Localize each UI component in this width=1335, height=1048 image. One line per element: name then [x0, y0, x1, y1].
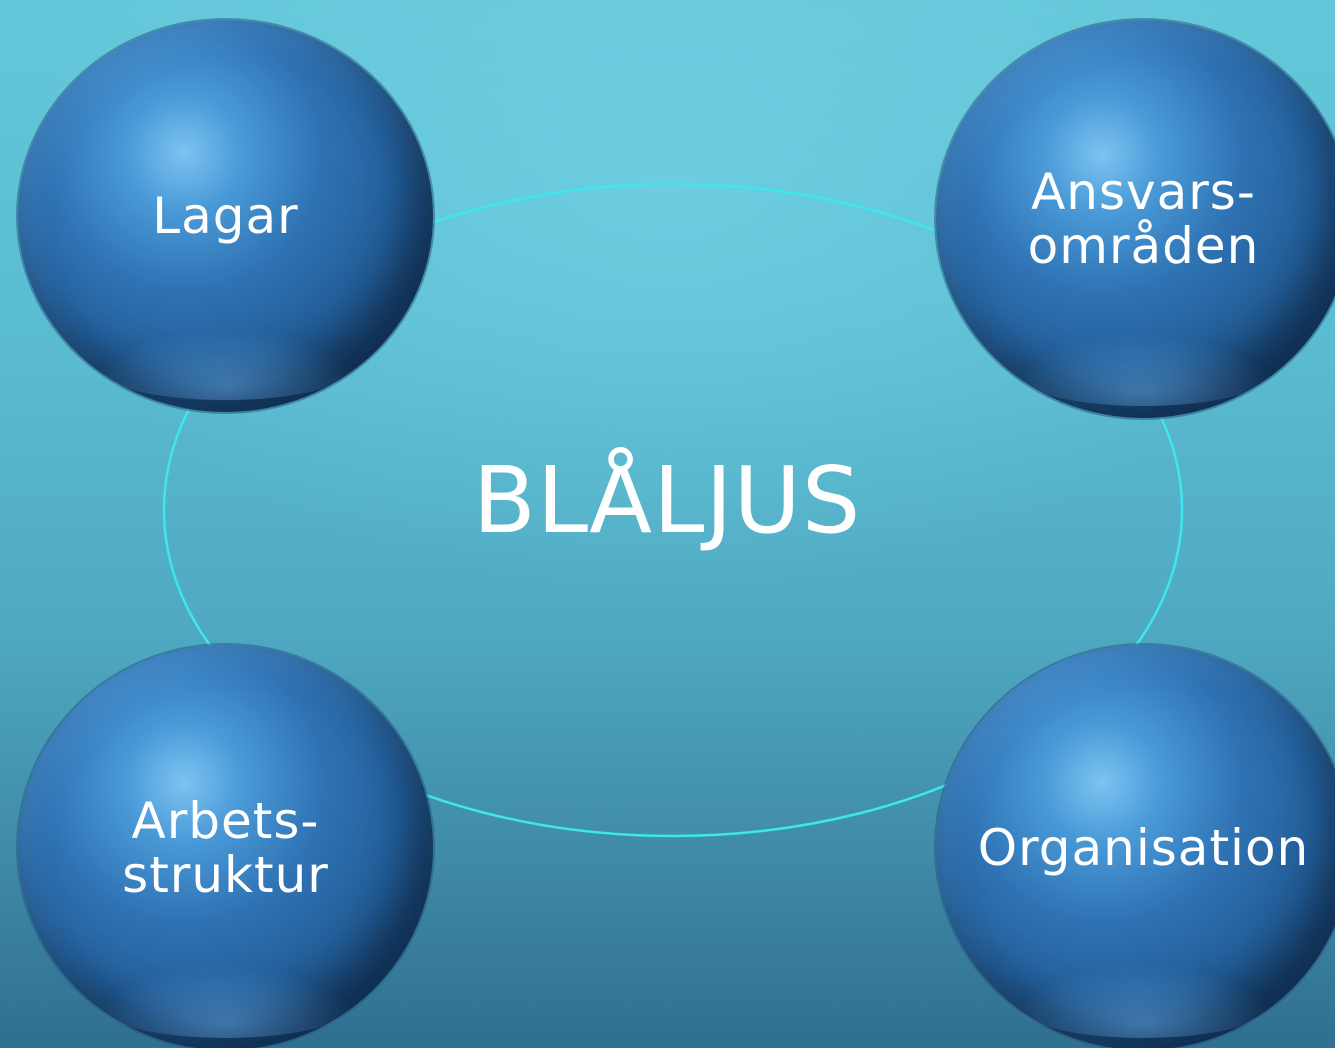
node-ansvarsomraden-label: Ansvars- områden — [1028, 165, 1260, 273]
node-arbetsstruktur-line-2: struktur — [122, 845, 329, 904]
ring-ellipse — [162, 182, 1184, 838]
node-arbetsstruktur: Arbets- struktur — [18, 645, 433, 1048]
node-lagar-label: Lagar — [152, 189, 298, 243]
node-organisation-line-1: Organisation — [977, 818, 1310, 877]
node-organisation-label: Organisation — [978, 821, 1309, 875]
center-label: BLÅLJUS — [472, 447, 862, 554]
node-organisation: Organisation — [936, 645, 1335, 1048]
node-ansvarsomraden-line-2: områden — [1027, 217, 1260, 275]
node-lagar-line-1: Lagar — [152, 187, 299, 245]
node-lagar: Lagar — [18, 20, 433, 412]
node-arbetsstruktur-label: Arbets- struktur — [122, 794, 329, 902]
node-arbetsstruktur-line-1: Arbets- — [131, 791, 320, 850]
node-ansvarsomraden-line-1: Ansvars- — [1031, 163, 1256, 221]
node-ansvarsomraden: Ansvars- områden — [936, 20, 1335, 418]
